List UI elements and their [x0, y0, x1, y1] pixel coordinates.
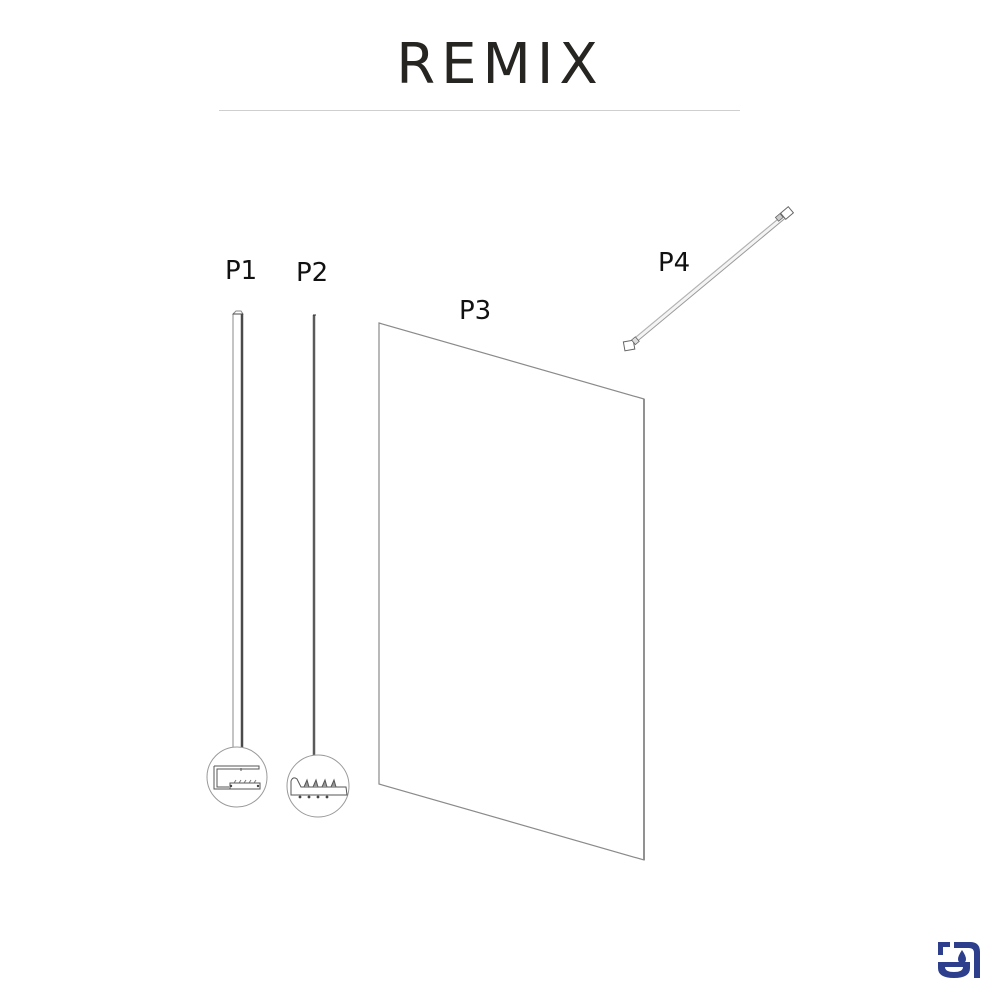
part-label-p1: P1 — [225, 256, 258, 286]
part-p1-profile — [231, 310, 244, 748]
brand-logo-icon — [938, 942, 980, 978]
brand-logo — [936, 936, 982, 982]
part-p2-section-detail — [286, 754, 350, 818]
part-p2-seal-strip — [312, 314, 316, 756]
part-label-p2: P2 — [296, 258, 329, 288]
title-divider — [219, 110, 740, 111]
part-p3-glass-panel — [378, 322, 645, 861]
part-label-p3: P3 — [459, 296, 492, 326]
page-title: REMIX — [396, 32, 604, 97]
part-p4-stabilizer-bar — [622, 206, 795, 352]
part-label-p4: P4 — [658, 248, 691, 278]
part-p1-section-detail — [206, 746, 268, 808]
